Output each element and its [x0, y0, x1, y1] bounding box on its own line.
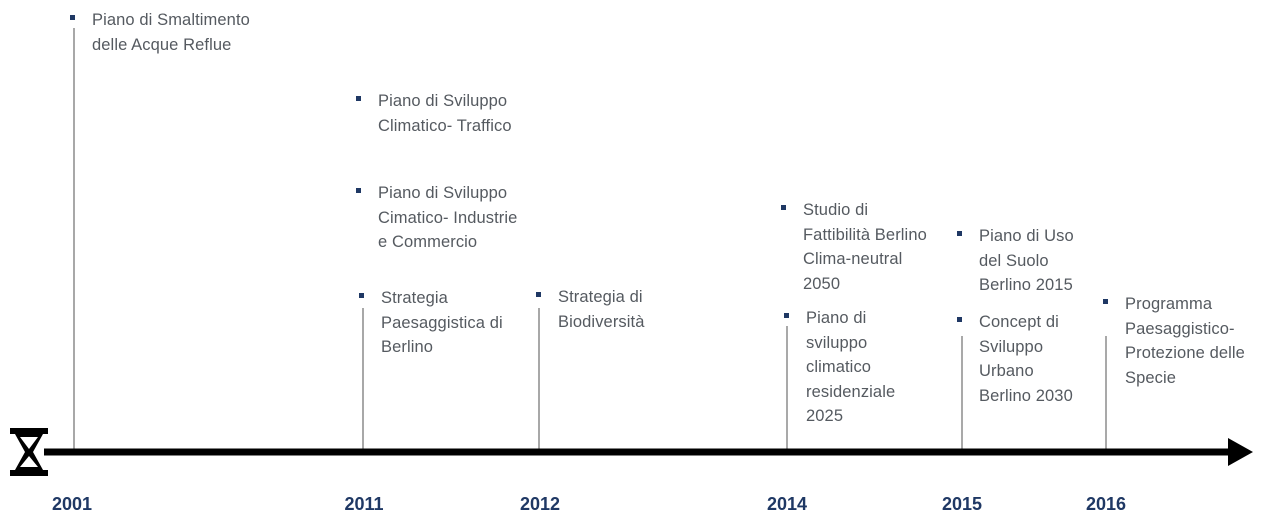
entry-2011-industry: Piano di Sviluppo Cimatico- Industrie e …: [356, 181, 517, 255]
entry-2014-feasibility-study: Studio di Fattibilità Berlino Clima-neut…: [781, 198, 927, 296]
bullet-icon: [536, 292, 541, 297]
entry-2011-traffic: Piano di Sviluppo Climatico- Traffico: [356, 89, 512, 138]
year-label-2001: 2001: [51, 494, 93, 514]
bullet-icon: [784, 313, 789, 318]
hourglass-icon: [10, 428, 48, 476]
bullet-icon: [1103, 299, 1108, 304]
entry-text: Piano di sviluppo climatico residenziale…: [806, 309, 896, 425]
entry-2015-urban-concept: Concept di Sviluppo Urbano Berlino 2030: [957, 310, 1073, 408]
bullet-icon: [957, 317, 962, 322]
arrowhead-icon: [1228, 438, 1253, 466]
entry-text: Concept di Sviluppo Urbano Berlino 2030: [979, 313, 1073, 405]
bullet-icon: [781, 205, 786, 210]
bullet-icon: [70, 15, 75, 20]
entry-text: Piano di Sviluppo Climatico- Traffico: [378, 92, 512, 135]
entry-text: Programma Paesaggistico- Protezione dell…: [1125, 295, 1245, 387]
entry-text: Piano di Uso del Suolo Berlino 2015: [979, 227, 1074, 294]
year-label-2011: 2011: [344, 494, 384, 514]
entry-text: Piano di Smaltimento delle Acque Reflue: [92, 11, 250, 54]
entry-2016-landscape-programme: Programma Paesaggistico- Protezione dell…: [1103, 292, 1245, 390]
bullet-icon: [356, 188, 361, 193]
year-label-2014: 2014: [766, 494, 808, 514]
bullet-icon: [359, 293, 364, 298]
entry-text: Piano di Sviluppo Cimatico- Industrie e …: [378, 184, 518, 251]
year-label-2015: 2015: [941, 494, 983, 514]
year-label-2012: 2012: [519, 494, 561, 514]
entry-text: Strategia di Biodiversità: [558, 288, 645, 331]
year-label-2016: 2016: [1085, 494, 1127, 514]
entry-2014-residential: Piano di sviluppo climatico residenziale…: [784, 306, 895, 429]
entry-2012-biodiversity: Strategia di Biodiversità: [536, 285, 645, 334]
bullet-icon: [356, 96, 361, 101]
entry-2001-wastewater: Piano di Smaltimento delle Acque Reflue: [70, 8, 250, 57]
entry-2011-landscape-strategy: Strategia Paesaggistica di Berlino: [359, 286, 503, 360]
entry-2015-land-use: Piano di Uso del Suolo Berlino 2015: [957, 224, 1074, 298]
bullet-icon: [957, 231, 962, 236]
entry-text: Studio di Fattibilità Berlino Clima-neut…: [803, 201, 927, 293]
entry-text: Strategia Paesaggistica di Berlino: [381, 289, 503, 356]
